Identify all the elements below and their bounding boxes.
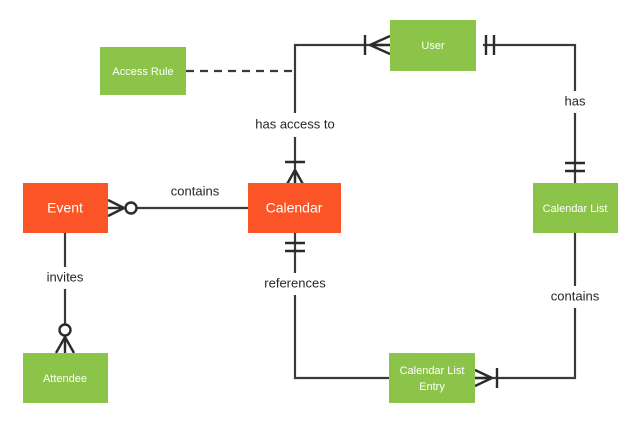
entity-label-calendar-list-entry-line1: Calendar List (400, 365, 465, 377)
entity-calendar[interactable]: Calendar (248, 183, 341, 233)
label-mask (243, 113, 348, 137)
label-mask (36, 267, 96, 289)
cardinality-attendee-top-zero-or-many (54, 323, 76, 354)
edge-user-has-calendar-list (483, 43, 577, 183)
label-mask (250, 273, 342, 295)
entity-label-calendar-list: Calendar List (543, 203, 608, 215)
cardinality-entry-right-one-to-many (474, 368, 499, 388)
edge-calendar-references-entry (293, 233, 389, 380)
edge-path (482, 233, 577, 380)
entity-label-calendar-list-entry-line2: Entry (419, 381, 445, 393)
cardinality-user-right-one-and-only-one (484, 35, 496, 55)
entity-box-calendar-list-entry[interactable] (389, 353, 475, 403)
entity-box-attendee[interactable] (23, 353, 108, 403)
entity-label-event: Event (47, 200, 83, 216)
cardinality-calendar-bottom-one-and-only-one (285, 241, 305, 253)
cardinality-user-left-one-to-many (363, 34, 391, 56)
entity-box-event[interactable] (23, 183, 108, 233)
entity-calendar-list[interactable]: Calendar List (533, 183, 618, 233)
edge-path (483, 43, 577, 183)
entity-box-calendar[interactable] (248, 183, 341, 233)
entity-label-user: User (421, 40, 445, 52)
label-mask (552, 91, 598, 113)
cardinality-calendar-list-top-one-and-only-one (565, 161, 585, 173)
relationship-label-has-access-to: has access to (255, 116, 335, 131)
entity-label-attendee: Attendee (43, 373, 87, 385)
relationship-label-references: references (264, 275, 326, 290)
edge-path (293, 233, 389, 380)
relationship-label-contains-list-entry: contains (551, 288, 600, 303)
edge-calendar-list-contains-entry (482, 233, 577, 380)
label-mask (152, 181, 238, 203)
entity-attendee[interactable]: Attendee (23, 353, 108, 403)
entity-box-user[interactable] (390, 20, 476, 71)
label-mask (540, 286, 610, 308)
relationship-label-contains-event-calendar: contains (171, 183, 220, 198)
relationship-label-invites: invites (47, 269, 84, 284)
entity-user[interactable]: User (390, 20, 476, 71)
entity-box-access-rule[interactable] (100, 47, 186, 95)
entity-box-calendar-list[interactable] (533, 183, 618, 233)
cardinality-event-right-zero-or-many (107, 198, 138, 218)
entity-label-calendar: Calendar (266, 200, 323, 216)
entity-label-access-rule: Access Rule (112, 66, 173, 78)
entity-access-rule[interactable]: Access Rule (100, 47, 186, 95)
entity-calendar-list-entry[interactable]: Calendar List Entry (389, 353, 475, 403)
entity-event[interactable]: Event (23, 183, 108, 233)
relationship-label-has: has (565, 93, 586, 108)
